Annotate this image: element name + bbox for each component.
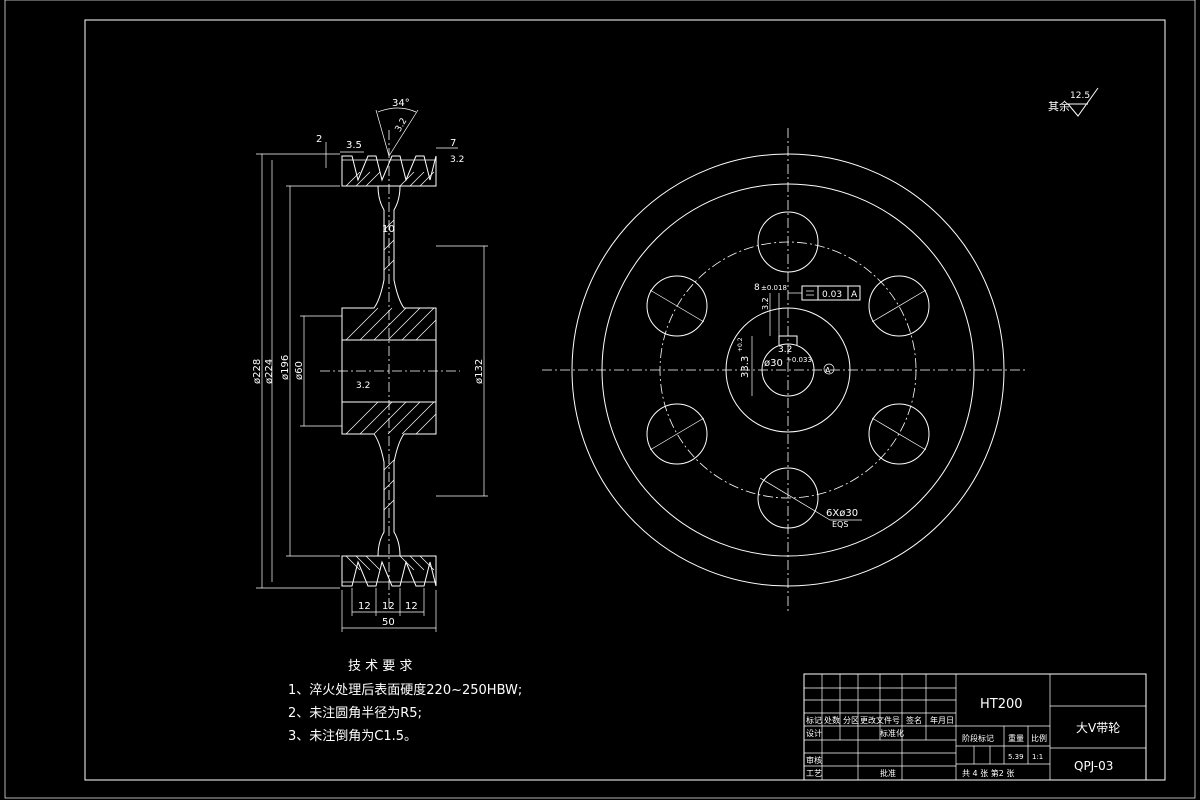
tb-header-zone: 分区	[843, 716, 859, 725]
general-roughness-symbol: 其余 12.5	[1048, 87, 1099, 117]
tb-scale-val: 1:1	[1032, 753, 1043, 761]
dim-pitch-2: 12	[382, 601, 395, 612]
front-view: 6Xø30 EQS 8 ±0.018 3.2 0.03 A 33.3 +0.2 …	[542, 128, 1028, 612]
dim-web: 10	[382, 224, 395, 235]
tb-header-date: 年月日	[930, 715, 954, 725]
tb-stage-mark: 阶段标记	[962, 733, 994, 743]
tb-approve: 批准	[880, 768, 896, 778]
bore-tol: +0.033	[786, 356, 812, 364]
keyway-ra: 3.2	[761, 297, 770, 310]
keyway-tol: ±0.018	[761, 284, 787, 292]
dim-d228: ø228	[252, 359, 263, 384]
groove-top-dim: 2	[316, 134, 322, 145]
tb-header-count: 处数	[824, 715, 840, 725]
bore-dia: ø30	[764, 358, 783, 369]
holes-eqs: EQS	[832, 520, 848, 529]
key-depth: 33.3	[740, 356, 751, 378]
tb-process: 工艺	[806, 769, 822, 778]
flatness-datum: A	[851, 290, 858, 300]
tech-item-3: 3、未注倒角为C1.5。	[288, 729, 417, 744]
flatness-value: 0.03	[822, 290, 842, 300]
tb-sheets: 共 4 张 第2 张	[962, 768, 1014, 778]
holes-callout: 6Xø30	[826, 508, 858, 519]
tech-item-1: 1、淬火处理后表面硬度220~250HBW;	[288, 682, 522, 698]
groove-angle-label: 34°	[392, 98, 410, 109]
tb-part-name: 大V带轮	[1076, 721, 1120, 735]
dim-d224: ø224	[264, 359, 275, 384]
bore-ra: 3.2	[778, 345, 792, 355]
roughness-other-label: 其余	[1048, 99, 1070, 113]
dim-width: 50	[382, 617, 395, 628]
rim-right-ra: 3.2	[450, 155, 464, 165]
keyway-width: 8	[754, 283, 760, 293]
datum-a: A	[825, 366, 831, 375]
technical-requirements: 技 术 要 求 1、淬火处理后表面硬度220~250HBW; 2、未注圆角半径为…	[288, 659, 522, 744]
tb-header-change: 更改文件号	[860, 715, 900, 725]
tb-weight: 重量	[1008, 733, 1024, 743]
dim-d132: ø132	[474, 359, 485, 384]
side-section-view: 34° 3.2 2 3.5 7 3.2 ø228 ø224 ø196 ø60 ø…	[252, 98, 488, 632]
tb-review: 审核	[806, 755, 822, 765]
section-hatching	[345, 171, 437, 571]
lightening-holes	[646, 211, 930, 529]
dim-d60: ø60	[294, 361, 305, 380]
tb-material: HT200	[980, 697, 1023, 712]
flatness-tolerance-frame: 0.03 A	[788, 285, 861, 301]
tb-design: 设计	[806, 728, 822, 738]
tb-weight-val: 5.39	[1008, 753, 1024, 761]
tb-drawing-no: QPJ-03	[1074, 759, 1113, 773]
rim-right-dim: 7	[450, 138, 456, 149]
tb-header-sign: 签名	[906, 715, 922, 725]
tb-standardize: 标准化	[880, 728, 904, 738]
tech-item-2: 2、未注圆角半径为R5;	[288, 706, 422, 721]
dim-d196: ø196	[280, 355, 291, 380]
bore-ra-side: 3.2	[356, 381, 370, 391]
roughness-value: 12.5	[1070, 91, 1090, 101]
key-depth-tol: +0.2	[737, 337, 744, 352]
groove-pitch-dim: 3.5	[346, 140, 362, 151]
dim-pitch-1: 12	[358, 601, 371, 612]
tech-title: 技 术 要 求	[348, 659, 412, 674]
title-block: 标记 处数 分区 更改文件号 签名 年月日 设计 标准化 审核 工艺 批准 HT…	[803, 673, 1147, 781]
groove-ra-label: 3.2	[394, 117, 410, 134]
tb-header-mark: 标记	[806, 715, 822, 725]
tb-scale: 比例	[1031, 733, 1047, 743]
outer-border	[4, 0, 1196, 799]
inner-border	[84, 19, 1166, 781]
dim-pitch-3: 12	[405, 601, 418, 612]
